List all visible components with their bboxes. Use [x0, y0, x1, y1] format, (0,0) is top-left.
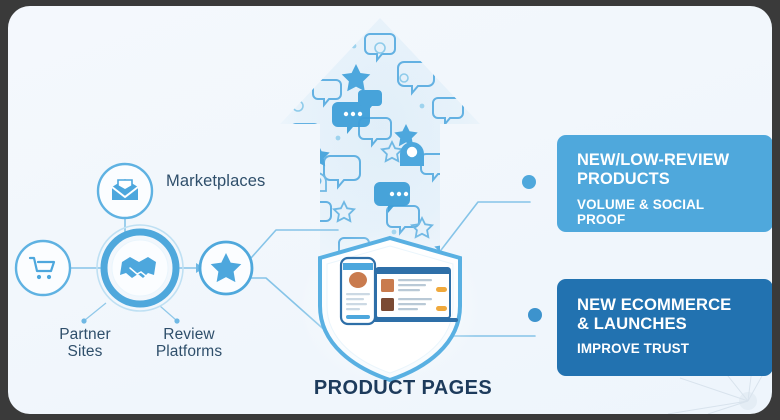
leader-lines — [84, 302, 177, 321]
callout-new-ecommerce-launches[interactable]: NEW ECOMMERCE & LAUNCHES IMPROVE TRUST — [557, 279, 772, 376]
leader-dot-review — [174, 318, 180, 324]
node-mail[interactable] — [96, 162, 154, 220]
star-icon — [210, 253, 242, 283]
connector-dot-top — [522, 175, 536, 189]
connector-star-arrow — [250, 229, 339, 259]
node-star[interactable] — [198, 240, 254, 296]
callout-title: NEW ECOMMERCE & LAUNCHES — [577, 295, 732, 334]
callout-subtitle: VOLUME & SOCIAL PROOF — [577, 197, 704, 228]
leader-dot-partner — [81, 318, 87, 324]
node-cart[interactable] — [14, 239, 72, 297]
node-hub-handshake[interactable] — [96, 224, 184, 312]
callout-new-low-review-products[interactable]: NEW/LOW-REVIEW PRODUCTS VOLUME & SOCIAL … — [557, 135, 772, 232]
label-review-platforms: Review Platforms — [155, 326, 223, 361]
label-marketplaces: Marketplaces — [166, 172, 266, 190]
handshake-icon — [120, 257, 156, 278]
connector-arrow-topbox — [437, 201, 531, 255]
smartphone-product-page — [339, 256, 377, 326]
laptop-product-page — [368, 267, 458, 322]
open-envelope-icon — [111, 179, 139, 200]
shopping-cart-icon — [28, 256, 56, 280]
diagram-graphics — [14, 18, 772, 414]
connector-dot-bottom — [528, 308, 542, 322]
infographic-card: Marketplaces Partner Sites Review Platfo… — [8, 6, 772, 414]
label-partner-sites: Partner Sites — [59, 326, 111, 361]
callout-title: NEW/LOW-REVIEW PRODUCTS — [577, 151, 730, 189]
shield-with-devices — [298, 226, 482, 386]
label-product-pages: PRODUCT PAGES — [313, 377, 493, 399]
callout-subtitle: IMPROVE TRUST — [577, 341, 690, 357]
